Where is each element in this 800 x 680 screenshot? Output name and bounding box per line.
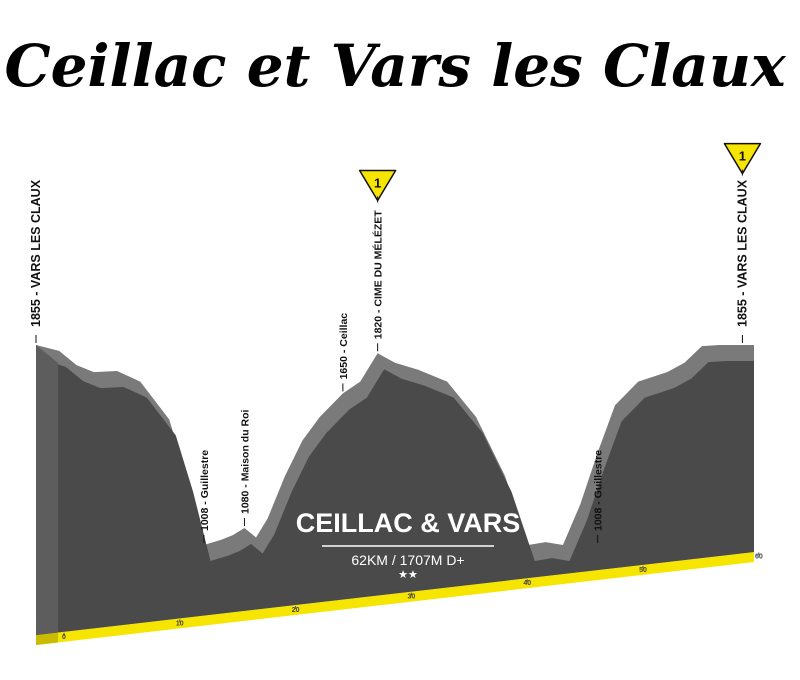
climb-marker-icon: 1 [723, 142, 762, 175]
waypoint: 1855 - VARS LES CLAUX [29, 179, 43, 343]
base-band [36, 552, 754, 645]
waypoint-label: 1855 - VARS LES CLAUX [735, 179, 749, 327]
waypoint: 1080 - Maison du Roi [239, 409, 251, 526]
waypoint-label: 1820 - CIME DU MÉLÉZET [372, 210, 385, 340]
waypoint: 1008 - Guillestre [593, 450, 605, 543]
climb-category: 1 [374, 175, 381, 190]
x-tick: 60 [755, 552, 763, 560]
waypoint: 1008 - Guillestre [199, 450, 211, 543]
x-tick-label: 10 [176, 620, 184, 627]
ticks-layer: 0 10 20 30 40 50 60 [62, 552, 763, 641]
x-tick-label: 60 [755, 553, 763, 560]
x-tick-label: 40 [523, 580, 531, 587]
waypoint-label: 1080 - Maison du Roi [239, 409, 251, 514]
x-tick-label: 0 [62, 634, 66, 641]
waypoint-label: 1008 - Guillestre [593, 450, 605, 531]
profile-front-face [36, 357, 754, 635]
x-tick-label: 20 [292, 607, 300, 614]
base-band-side [36, 632, 58, 645]
x-tick: 0 [62, 632, 66, 641]
route-name: CEILLAC & VARS [296, 508, 521, 538]
climb-marker-icon: 1 [358, 169, 397, 202]
x-tick-label: 50 [639, 567, 647, 574]
x-tick: 30 [408, 592, 416, 601]
page-title: Ceillac et Vars les Claux [4, 32, 787, 100]
route-stats: 62KM / 1707M D+ [351, 552, 464, 568]
x-tick: 40 [523, 579, 531, 587]
waypoint: 1650 - Ceillac [338, 313, 350, 392]
waypoint-label: 1008 - Guillestre [199, 450, 211, 531]
waypoint: 1855 - VARS LES CLAUX 1 [723, 142, 762, 343]
x-tick: 50 [639, 565, 647, 574]
waypoint: 1820 - CIME DU MÉLÉZET 1 [358, 169, 397, 352]
x-tick: 20 [292, 605, 300, 614]
profile-left-side [36, 345, 58, 635]
waypoint-label: 1650 - Ceillac [338, 313, 350, 380]
x-tick-label: 30 [408, 594, 416, 601]
difficulty-stars: ★★ [398, 568, 418, 581]
route-card: CEILLAC & VARS 62KM / 1707M D+ ★★ [296, 508, 521, 581]
base-layer [36, 552, 754, 645]
profile-layer [36, 345, 754, 635]
x-tick: 10 [176, 619, 184, 627]
climb-category: 1 [739, 149, 746, 164]
waypoint-label: 1855 - VARS LES CLAUX [29, 179, 43, 327]
waypoint-layer: 1855 - VARS LES CLAUX 1008 - Guillestre 10… [29, 142, 762, 543]
